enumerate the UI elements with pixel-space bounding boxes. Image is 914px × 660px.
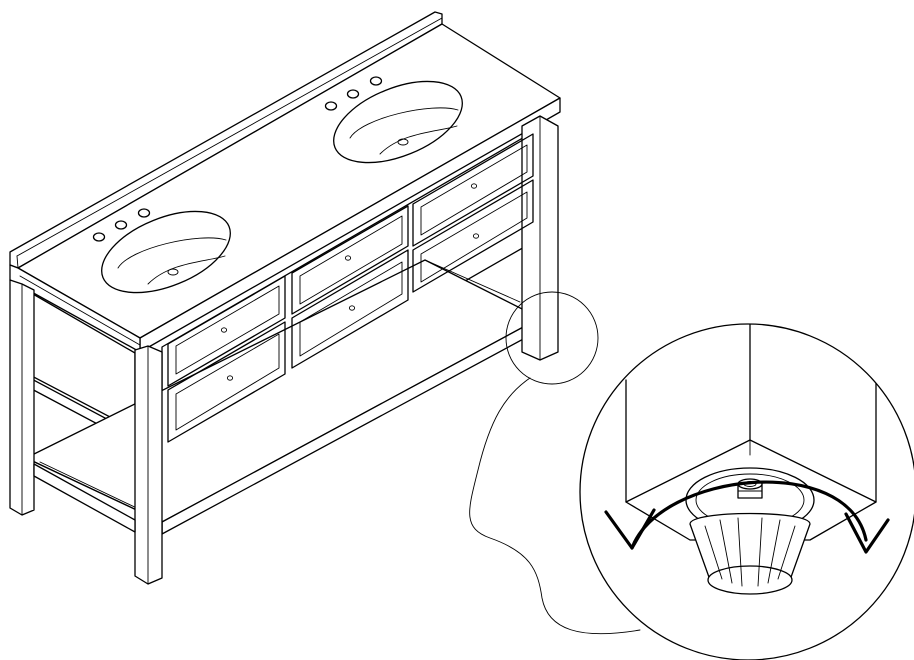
drawer-knob xyxy=(470,183,478,189)
leg-front-left xyxy=(134,345,163,585)
leg-back-left xyxy=(9,279,35,516)
sink-left xyxy=(101,210,231,294)
drawer-top-left xyxy=(167,275,286,387)
drawer-knob xyxy=(348,305,356,311)
detail-callout xyxy=(469,291,641,635)
countertop xyxy=(9,23,561,353)
drawer-knob xyxy=(344,255,352,261)
callout-connector xyxy=(469,377,641,635)
vanity xyxy=(9,11,561,585)
drawer-bottom-center xyxy=(291,249,409,369)
drawer-bottom-right xyxy=(412,179,534,293)
callout-small-circle xyxy=(505,291,599,385)
drawer-knob xyxy=(226,375,234,381)
drawer-knob xyxy=(472,233,480,239)
rotation-arrow xyxy=(604,480,890,554)
faucet-holes-right xyxy=(324,76,383,111)
drawer-knob xyxy=(220,327,228,333)
drawer-bottom-left xyxy=(167,321,286,443)
drawer-top-center xyxy=(291,205,409,315)
drawer-top-right xyxy=(412,133,534,247)
faucet-holes-left xyxy=(92,208,151,242)
sink-right xyxy=(333,80,463,164)
leveling-foot-detail xyxy=(579,323,914,660)
side-rail-lower xyxy=(33,463,136,533)
